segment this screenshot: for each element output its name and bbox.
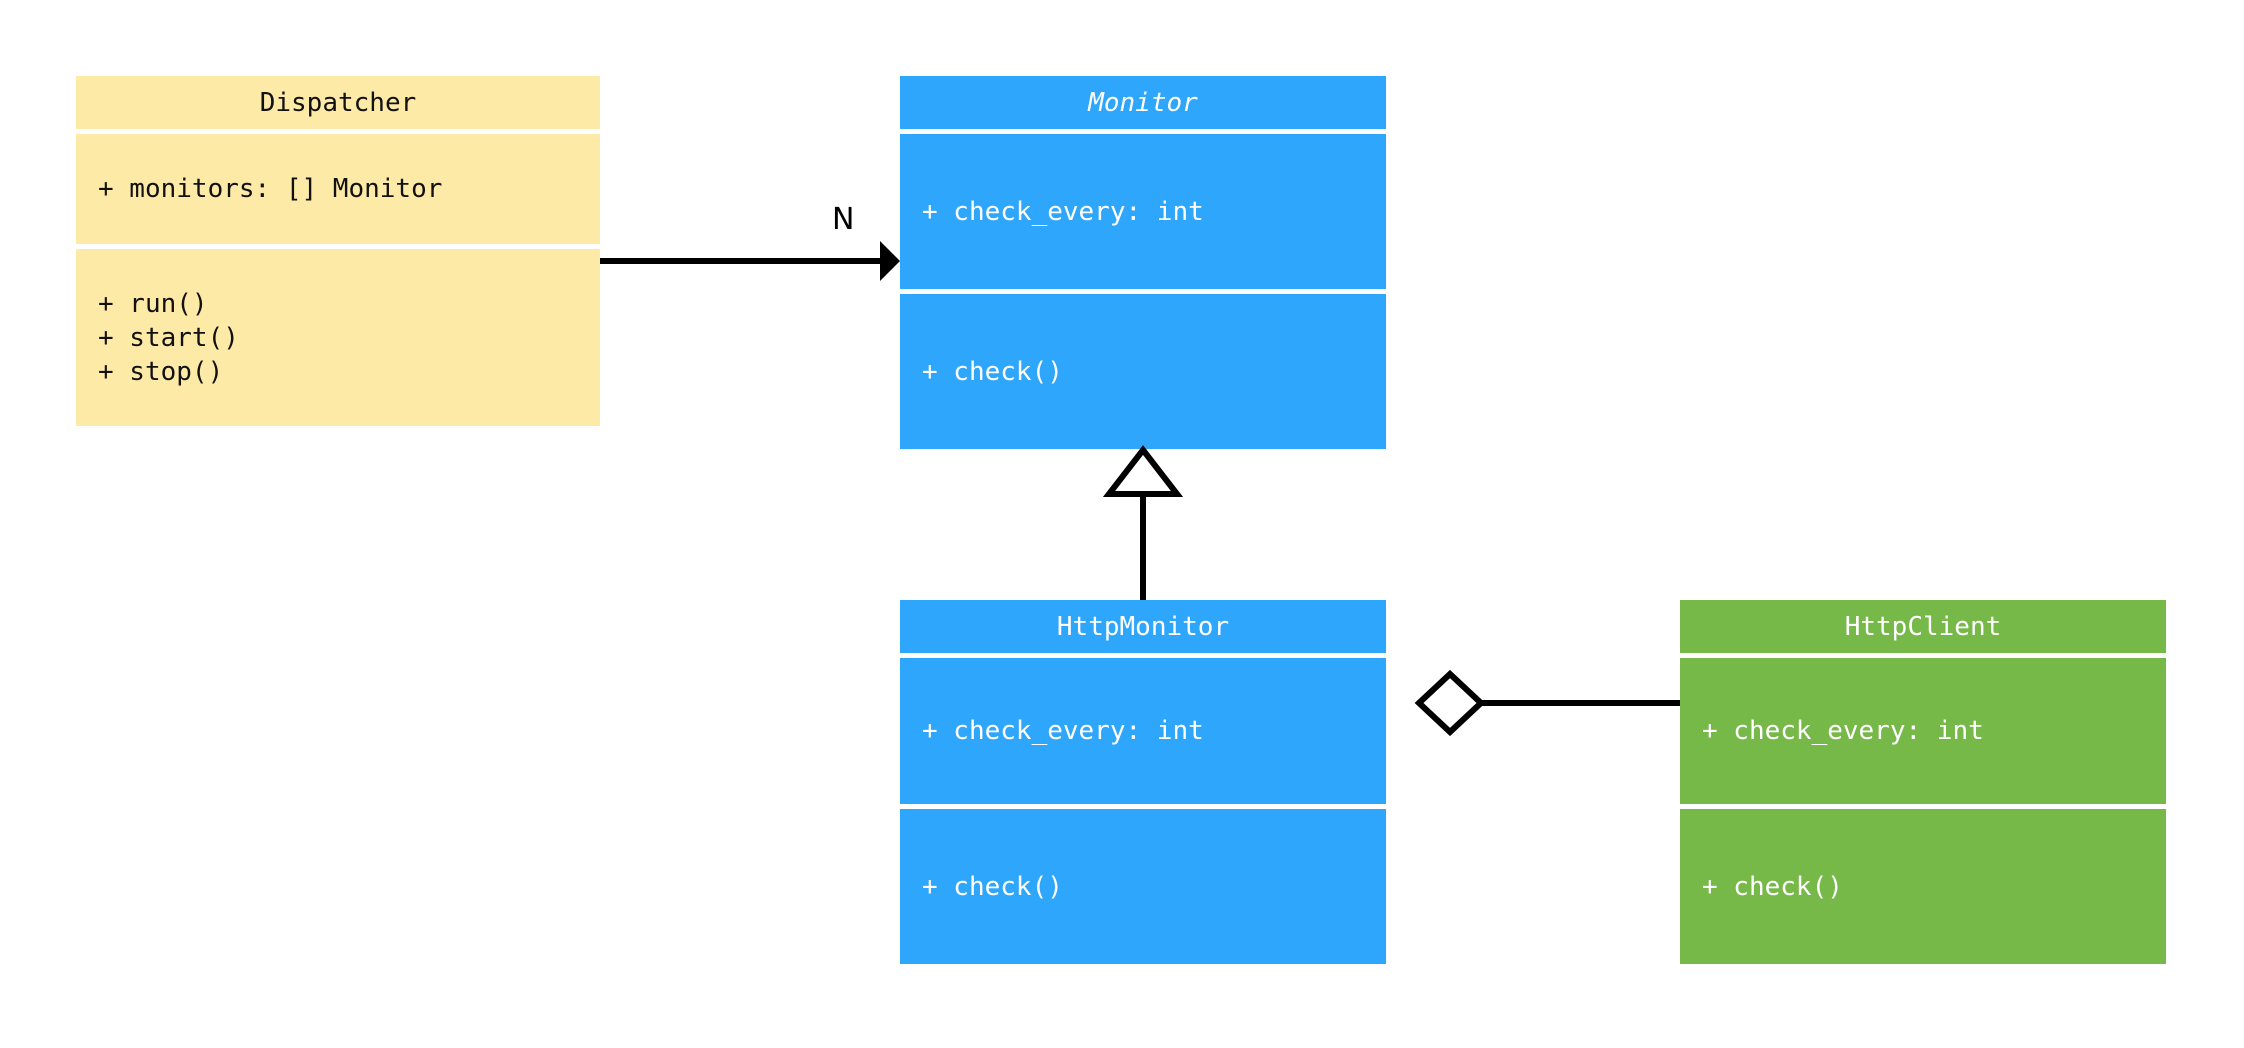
class-name-httpmonitor: HttpMonitor	[1056, 611, 1230, 642]
method-row: + stop()	[98, 356, 224, 387]
attribute-row: + check_every: int	[922, 716, 1204, 746]
edge-httpmonitor-aggregates-httpclient	[1414, 669, 1680, 737]
method-row: + check()	[922, 356, 1063, 387]
class-box-httpclient[interactable]: HttpClient + check_every: int + check()	[1680, 600, 2166, 964]
class-methods-compartment-dispatcher: + run() + start() + stop()	[76, 249, 600, 426]
method-row: + run()	[98, 288, 208, 319]
class-title-compartment-httpmonitor: HttpMonitor	[900, 600, 1386, 653]
method-row: + check()	[922, 871, 1063, 902]
edge-label-multiplicity-n: N	[832, 202, 855, 237]
class-name-dispatcher: Dispatcher	[259, 87, 417, 118]
class-title-compartment-dispatcher: Dispatcher	[76, 76, 600, 129]
class-title-compartment-httpclient: HttpClient	[1680, 600, 2166, 653]
class-name-httpclient: HttpClient	[1844, 611, 2002, 642]
class-attributes-compartment-httpclient: + check_every: int	[1680, 658, 2166, 804]
class-box-httpmonitor[interactable]: HttpMonitor + check_every: int + check()	[900, 600, 1386, 964]
class-box-dispatcher[interactable]: Dispatcher + monitors: [] Monitor + run(…	[76, 76, 600, 426]
attribute-row: + monitors: [] Monitor	[98, 174, 443, 204]
class-attributes-compartment-httpmonitor: + check_every: int	[900, 658, 1386, 804]
attribute-row: + check_every: int	[1702, 716, 1984, 746]
class-attributes-compartment-dispatcher: + monitors: [] Monitor	[76, 134, 600, 244]
class-box-monitor[interactable]: Monitor + check_every: int + check()	[900, 76, 1386, 449]
edge-dispatcher-to-monitor	[600, 241, 900, 281]
class-methods-compartment-monitor: + check()	[900, 294, 1386, 449]
edge-httpmonitor-inherits-monitor	[1102, 445, 1184, 600]
attribute-row: + check_every: int	[922, 196, 1204, 227]
method-row: + start()	[98, 322, 239, 353]
method-row: + check()	[1702, 871, 1843, 902]
class-attributes-compartment-monitor: + check_every: int	[900, 134, 1386, 289]
class-methods-compartment-httpmonitor: + check()	[900, 809, 1386, 964]
class-title-compartment-monitor: Monitor	[900, 76, 1386, 129]
class-methods-compartment-httpclient: + check()	[1680, 809, 2166, 964]
class-name-monitor: Monitor	[1088, 87, 1198, 118]
